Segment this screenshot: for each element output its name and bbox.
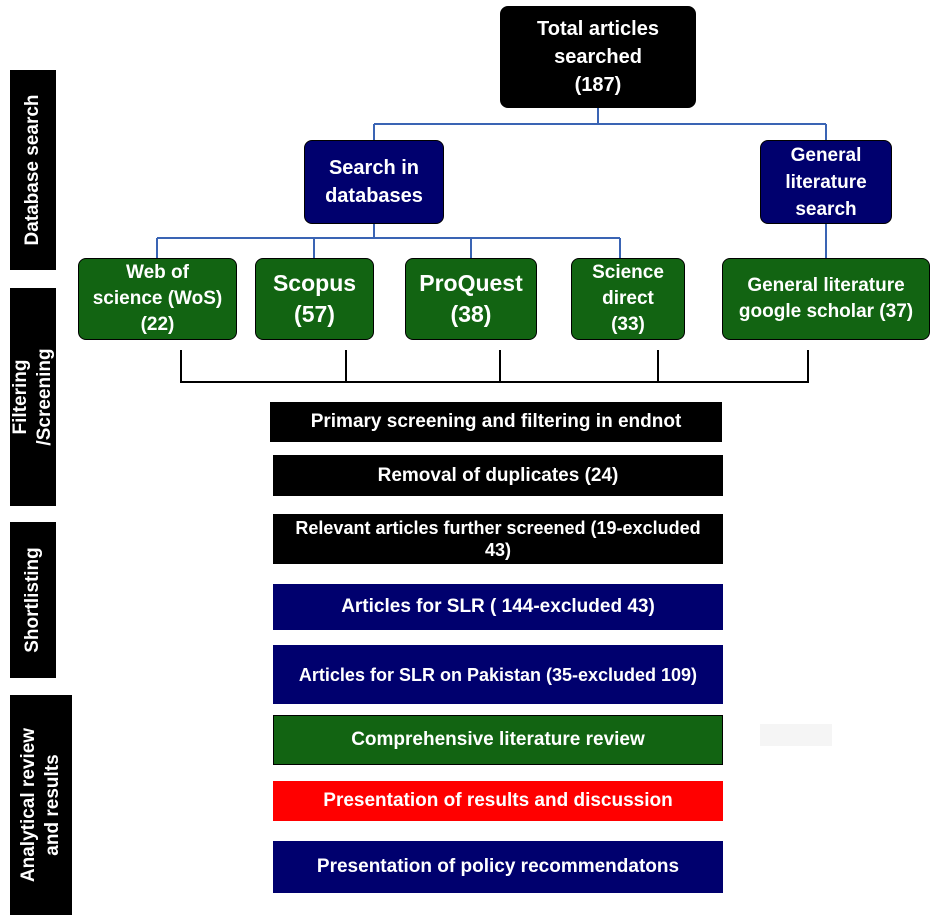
node-relevant-articles: Relevant articles further screened (19-e… (273, 514, 723, 564)
node-presentation-results: Presentation of results and discussion (273, 781, 723, 821)
blank-placeholder-box (760, 724, 832, 746)
node-scopus: Scopus (57) (255, 258, 374, 340)
node-science-direct: Science direct (33) (571, 258, 685, 340)
node-proquest: ProQuest (38) (405, 258, 537, 340)
side-label-analytical-review: Analytical review and results (10, 695, 72, 915)
node-google-scholar: General literature google scholar (37) (722, 258, 930, 340)
side-label-filtering-screening: Filtering /Screening (10, 288, 56, 506)
side-label-shortlisting: Shortlisting (10, 522, 56, 678)
node-web-of-science: Web of science (WoS) (22) (78, 258, 237, 340)
node-comprehensive-review: Comprehensive literature review (273, 715, 723, 765)
node-search-databases: Search in databases (304, 140, 444, 224)
node-general-literature-search: General literature search (760, 140, 892, 224)
node-policy-recommendations: Presentation of policy recommendatons (273, 841, 723, 893)
node-removal-duplicates: Removal of duplicates (24) (273, 455, 723, 496)
node-articles-slr-pakistan: Articles for SLR on Pakistan (35-exclude… (273, 645, 723, 704)
node-articles-slr: Articles for SLR ( 144-excluded 43) (273, 584, 723, 630)
node-primary-screening: Primary screening and filtering in endno… (270, 402, 722, 442)
side-label-database-search: Database search (10, 70, 56, 270)
node-total-articles: Total articles searched (187) (500, 6, 696, 108)
